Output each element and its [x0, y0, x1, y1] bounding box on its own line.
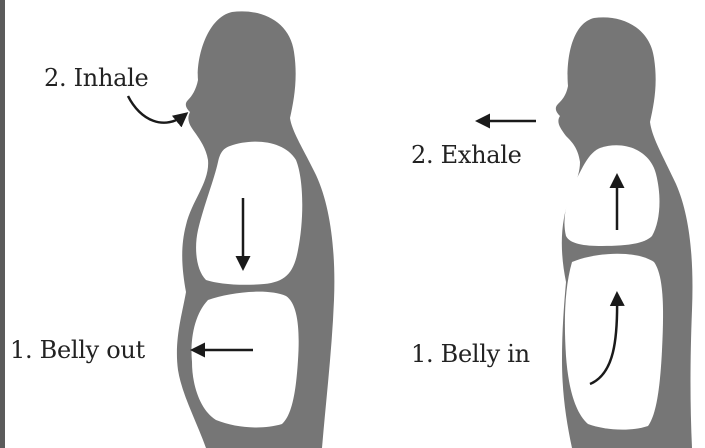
belly-out-label: 1. Belly out	[10, 336, 145, 364]
exhale-figure	[478, 17, 692, 448]
exhale-label: 2. Exhale	[411, 141, 522, 169]
inhale-figure	[128, 11, 334, 448]
inhale-curved-arrow	[128, 96, 186, 123]
exhale-chest-cavity	[564, 145, 659, 246]
belly-in-label: 1. Belly in	[411, 340, 530, 368]
inhale-belly-cavity	[192, 292, 299, 428]
inhale-label: 2. Inhale	[44, 64, 148, 92]
